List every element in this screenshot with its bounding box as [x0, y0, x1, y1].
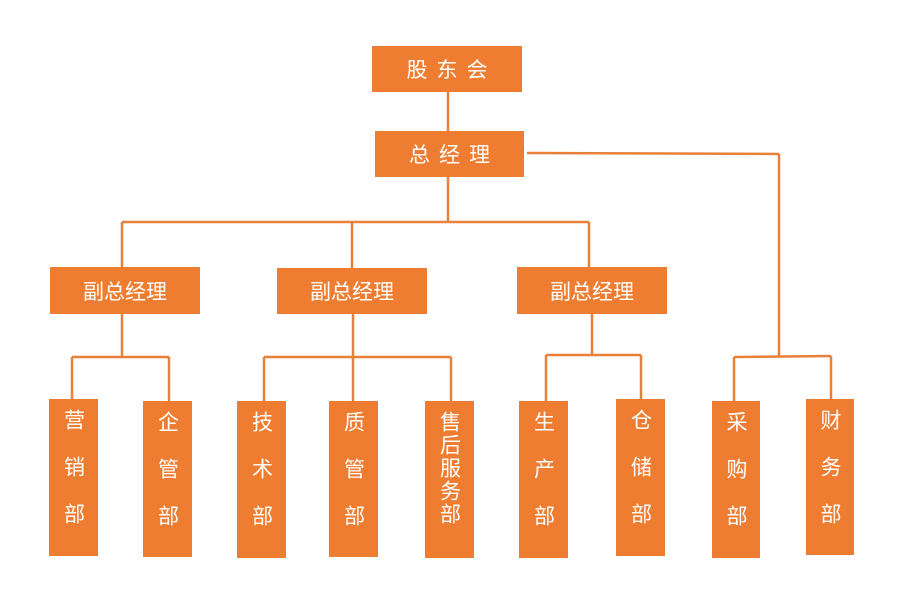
- node-dept-technology: 技术部: [237, 401, 286, 558]
- node-general-manager: 总经理: [375, 131, 524, 177]
- node-deputy-manager-2: 副总经理: [277, 268, 427, 314]
- node-dept-quality: 质管部: [329, 401, 378, 557]
- node-dept-enterprise-mgmt: 企管部: [143, 401, 192, 557]
- connector-right-bus: [733, 354, 832, 359]
- node-dept-production: 生产部: [519, 401, 568, 558]
- node-dept-after-sales: 售后服务部: [425, 401, 474, 558]
- node-dept-purchasing: 采购部: [712, 401, 760, 558]
- node-dept-marketing: 营销部: [49, 399, 98, 556]
- connector-gm-right: [526, 151, 780, 156]
- node-dept-warehouse: 仓储部: [616, 399, 665, 556]
- node-deputy-manager-1: 副总经理: [50, 267, 200, 314]
- node-deputy-manager-3: 副总经理: [517, 267, 667, 314]
- node-shareholders: 股东会: [372, 46, 522, 92]
- node-dept-finance: 财务部: [806, 399, 854, 555]
